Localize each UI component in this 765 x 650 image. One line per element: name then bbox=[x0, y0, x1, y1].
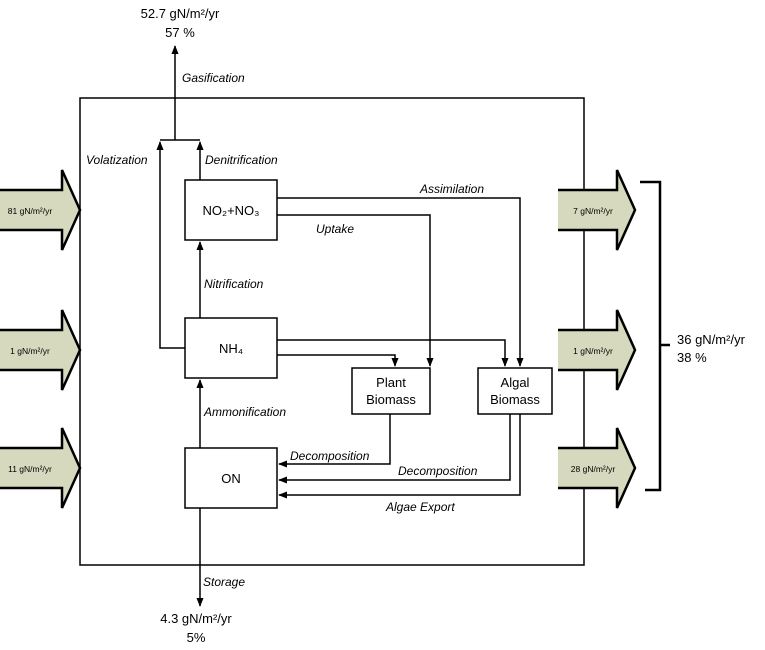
svg-text:Ammonification: Ammonification bbox=[203, 405, 286, 419]
svg-text:ON: ON bbox=[221, 471, 241, 486]
gasification-value: 52.7 gN/m²/yr bbox=[141, 6, 220, 21]
plant-decomposition-arrow bbox=[278, 414, 391, 468]
export-arrow-2: 1 gN/m²/yr bbox=[558, 309, 637, 391]
algal-decomposition-arrow bbox=[278, 414, 511, 484]
right-total-value: 36 gN/m²/yr bbox=[677, 332, 746, 347]
svg-text:Plant: Plant bbox=[376, 375, 406, 390]
input-arrow-1: 81 gN/m²/yr bbox=[0, 169, 82, 251]
denitrification-label: Denitrification bbox=[205, 153, 278, 167]
algal-biomass-box bbox=[477, 367, 553, 415]
input-arrow-2: 1 gN/m²/yr bbox=[0, 309, 82, 391]
on-box bbox=[184, 447, 278, 509]
export-arrow-3: 28 gN/m²/yr bbox=[558, 427, 637, 509]
input-arrow-3: 11 gN/m²/yr bbox=[0, 427, 82, 509]
svg-text:1 gN/m²/yr: 1 gN/m²/yr bbox=[10, 346, 50, 356]
no2-no3-box bbox=[184, 179, 278, 241]
svg-text:NH₄: NH₄ bbox=[219, 341, 243, 356]
bracket bbox=[640, 180, 670, 492]
volatization-arrow bbox=[156, 141, 185, 349]
nh4-to-algal-arrow bbox=[277, 339, 509, 367]
svg-text:28 gN/m²/yr: 28 gN/m²/yr bbox=[571, 464, 616, 474]
storage-value: 4.3 gN/m²/yr bbox=[160, 611, 232, 626]
system-boundary bbox=[79, 97, 585, 566]
storage-percent: 5% bbox=[187, 630, 206, 645]
svg-text:7 gN/m²/yr: 7 gN/m²/yr bbox=[573, 206, 613, 216]
assimilation-arrow bbox=[277, 197, 524, 367]
svg-text:Decomposition: Decomposition bbox=[290, 449, 370, 463]
svg-text:Biomass: Biomass bbox=[490, 392, 540, 407]
svg-text:11 gN/m²/yr: 11 gN/m²/yr bbox=[8, 464, 52, 474]
nh4-box bbox=[184, 317, 278, 379]
algae-export-arrow bbox=[278, 414, 521, 499]
gasification-label: Gasification bbox=[182, 71, 245, 85]
svg-text:1 gN/m²/yr: 1 gN/m²/yr bbox=[573, 346, 613, 356]
svg-text:81 gN/m²/yr: 81 gN/m²/yr bbox=[8, 206, 53, 216]
plant-biomass-box bbox=[351, 367, 431, 415]
svg-text:NO₂+NO₃: NO₂+NO₃ bbox=[203, 203, 260, 218]
svg-text:Decomposition: Decomposition bbox=[398, 464, 478, 478]
right-total-percent: 38 % bbox=[677, 350, 707, 365]
export-arrow-1: 7 gN/m²/yr bbox=[558, 169, 637, 251]
gasification-percent: 57 % bbox=[165, 25, 195, 40]
svg-text:Algae Export: Algae Export bbox=[385, 500, 455, 514]
svg-text:Storage: Storage bbox=[203, 575, 245, 589]
svg-text:Uptake: Uptake bbox=[316, 222, 354, 236]
svg-text:Assimilation: Assimilation bbox=[419, 182, 484, 196]
nh4-to-plant-arrow bbox=[277, 354, 399, 367]
svg-text:Nitrification: Nitrification bbox=[204, 277, 264, 291]
svg-text:Algal: Algal bbox=[501, 375, 530, 390]
volatization-label: Volatization bbox=[86, 153, 148, 167]
svg-text:Biomass: Biomass bbox=[366, 392, 416, 407]
uptake-arrow bbox=[277, 214, 434, 367]
